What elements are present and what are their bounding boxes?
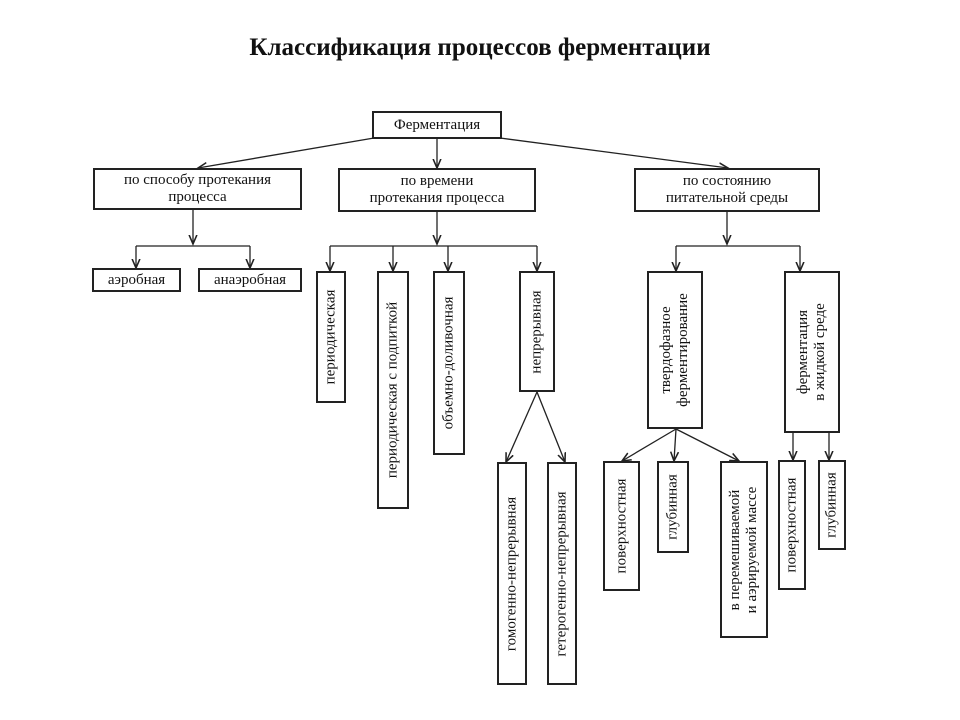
liquid-submerged-node: глубинная: [818, 460, 846, 550]
root-node: Ферментация: [372, 111, 502, 139]
volume-refill-node: объемно-доливочная: [433, 271, 465, 455]
continuous-node: непрерывная: [519, 271, 555, 392]
by-time-node: по времени протекания процесса: [338, 168, 536, 212]
homogeneous-continuous-node: гомогенно-непрерывная: [497, 462, 527, 685]
liquid-surface-node: поверхностная: [778, 460, 806, 590]
heterogeneous-continuous-node: гетерогенно-непрерывная: [547, 462, 577, 685]
periodic-node: периодическая: [316, 271, 346, 403]
fed-batch-node: периодическая с подпиткой: [377, 271, 409, 509]
by-method-node: по способу протекания процесса: [93, 168, 302, 210]
solid-submerged-node: глубинная: [657, 461, 689, 553]
liquid-medium-node: ферментация в жидкой среде: [784, 271, 840, 433]
solid-surface-node: поверхностная: [603, 461, 640, 591]
anaerobic-node: анаэробная: [198, 268, 302, 292]
mixed-aerated-mass-node: в перемешиваемой и аэрируемой массе: [720, 461, 768, 638]
page-title: Классификация процессов ферментации: [249, 34, 711, 61]
by-medium-node: по состоянию питательной среды: [634, 168, 820, 212]
aerobic-node: аэробная: [92, 268, 181, 292]
solid-phase-node: твердофазное ферментирование: [647, 271, 703, 429]
